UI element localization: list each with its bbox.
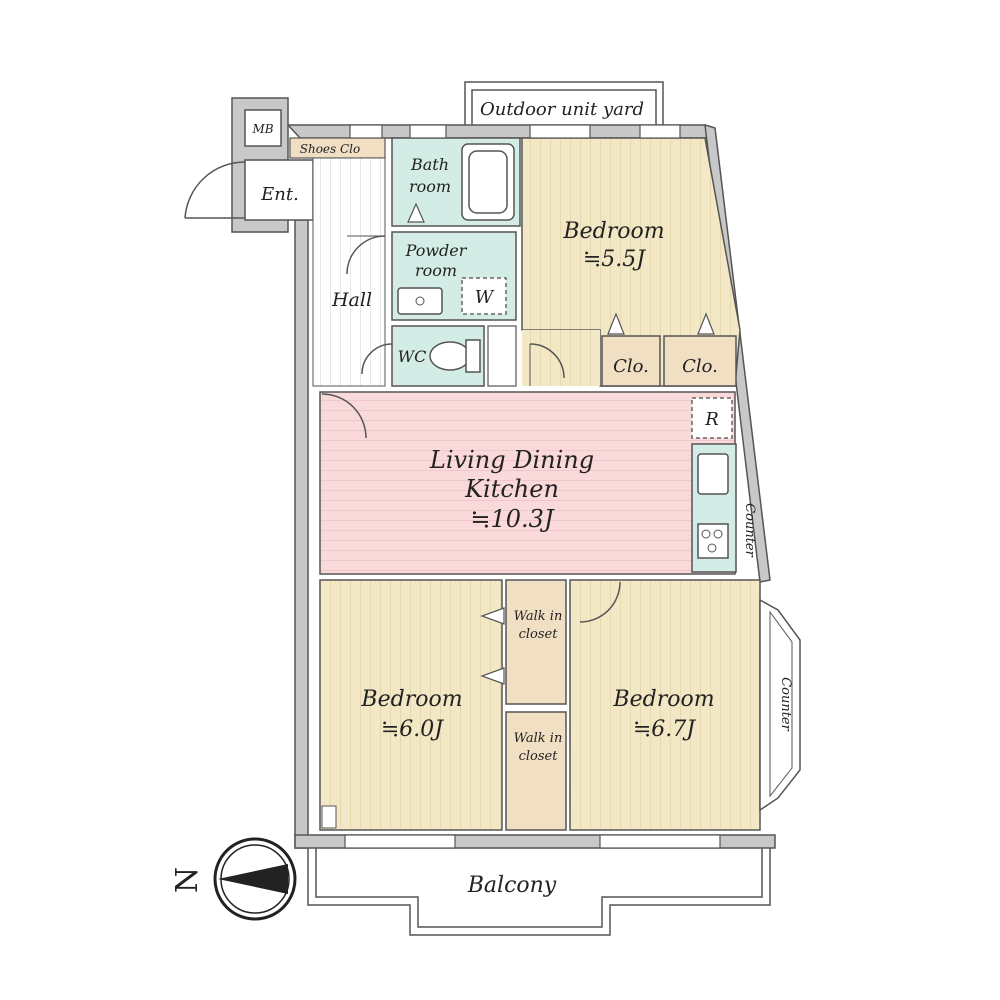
refrigerator-label: R <box>704 409 719 430</box>
walk-in-closet-2 <box>505 711 567 831</box>
closet-2-label: Clo. <box>682 356 718 377</box>
bathroom-label-1: Bath <box>410 155 449 174</box>
washer-label: W <box>475 287 495 308</box>
bedroom-top-name: Bedroom <box>562 219 664 244</box>
counter-kitchen-label: Counter <box>742 503 757 557</box>
walk-in-closet-2-label-1: Walk in <box>514 731 563 746</box>
walk-in-closet-1 <box>505 579 567 705</box>
bedroom-top: Bedroom ≒5.5J <box>521 137 741 387</box>
shoes-closet-label: Shoes Clo <box>300 142 361 156</box>
closet-2 <box>663 335 737 387</box>
washbasin <box>397 287 443 315</box>
bedroom-left-size: ≒6.0J <box>381 717 444 742</box>
stove <box>697 523 729 559</box>
powder-room: Powder room W <box>391 231 517 321</box>
mb-label: MB <box>251 122 273 136</box>
shoes-closet: Shoes Clo <box>289 137 386 159</box>
entrance-label: Ent. <box>260 184 299 205</box>
bedroom-top-size: ≒5.5J <box>583 247 646 272</box>
walk-in-closet-1-label-2: closet <box>519 627 559 642</box>
counter-bay-label: Counter <box>778 677 793 731</box>
meter-box: MB <box>244 109 282 147</box>
bedroom-left-name: Bedroom <box>360 687 462 712</box>
bedroom-right-name: Bedroom <box>612 687 714 712</box>
outdoor-unit-yard-label: Outdoor unit yard <box>480 99 644 120</box>
north-label: N <box>170 867 205 893</box>
living-dining-kitchen: Living Dining Kitchen ≒10.3J R Counter <box>319 391 757 575</box>
bathroom-label-2: room <box>409 177 451 196</box>
washer-space <box>461 277 507 315</box>
powder-room-label-2: room <box>415 261 457 280</box>
hall: Hall <box>312 157 386 387</box>
closets-top: Clo. Clo. <box>601 312 737 387</box>
kitchen-sink <box>697 453 729 495</box>
walk-in-closet-2-label-2: closet <box>519 749 559 764</box>
hall-door-arc <box>346 235 386 275</box>
ldk-size: ≒10.3J <box>470 505 555 533</box>
ldk-label-1: Living Dining <box>429 446 594 474</box>
compass-arrow-icon <box>218 864 288 894</box>
bedroom-right: Bedroom ≒6.7J <box>569 579 761 831</box>
balcony: Balcony <box>307 848 771 936</box>
wc: WC <box>361 325 517 387</box>
left-wall <box>294 219 309 849</box>
walk-in-closet-1-label-1: Walk in <box>514 609 563 624</box>
outdoor-unit-yard: Outdoor unit yard <box>464 81 664 127</box>
wc-label: WC <box>398 347 427 366</box>
bedroom-left: Bedroom ≒6.0J <box>319 579 503 831</box>
bedroom-right-size: ≒6.7J <box>633 717 696 742</box>
closet-1-label: Clo. <box>613 356 649 377</box>
windows <box>344 124 721 849</box>
closet-1 <box>601 335 661 387</box>
entrance: Ent. <box>184 159 314 221</box>
hall-label: Hall <box>331 289 372 311</box>
balcony-label: Balcony <box>467 873 557 898</box>
toilet <box>429 341 471 371</box>
north-compass: N <box>170 837 297 921</box>
refrigerator-space <box>691 397 733 439</box>
bathroom: Bath room <box>391 137 521 227</box>
ldk-label-2: Kitchen <box>464 475 559 503</box>
powder-room-label-1: Powder <box>405 241 468 260</box>
bay-window: Counter <box>759 598 801 812</box>
